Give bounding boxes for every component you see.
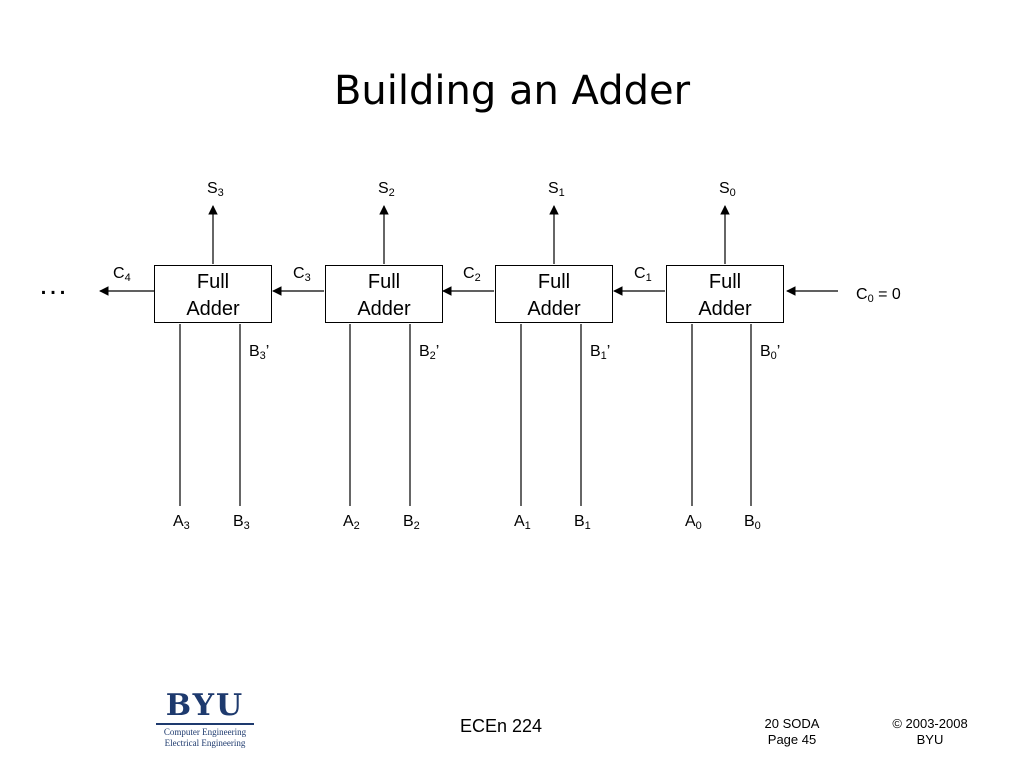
carry-label-4: C4 — [113, 265, 131, 284]
full-adder-2: Full Adder — [325, 265, 443, 323]
slide-title: Building an Adder — [333, 68, 691, 114]
logo-subtitle-2: Electrical Engineering — [164, 738, 246, 748]
logo-wordmark: BYU — [165, 688, 245, 723]
adder-label-line2: Adder — [357, 298, 411, 320]
adder-label-line1: Full — [537, 271, 571, 293]
logo-subtitle-1: Computer Engineering — [163, 727, 247, 737]
full-adder-3: Full Adder — [154, 265, 272, 323]
a-input-label-3: A3 — [173, 513, 190, 532]
b-inverted-label-0: B0’ — [760, 343, 781, 362]
a-input-label-2: A2 — [343, 513, 360, 532]
adder-label-line2: Adder — [527, 298, 581, 320]
copyright-years: © 2003-2008 — [892, 716, 968, 731]
b-inverted-label-1: B1’ — [590, 343, 611, 362]
sum-label-0: S0 — [719, 180, 736, 199]
sum-label-2: S2 — [378, 180, 395, 199]
carry-in-label: C0 = 0 — [856, 286, 901, 305]
full-adder-0: Full Adder — [666, 265, 784, 323]
sum-label-3: S3 — [207, 180, 224, 199]
carry-label-2: C2 — [463, 265, 481, 284]
b-input-label-2: B2 — [403, 513, 420, 532]
adder-label-line1: Full — [196, 271, 230, 293]
adder-label-line2: Adder — [186, 298, 240, 320]
adder-label-line2: Adder — [698, 298, 752, 320]
page-number: Page 45 — [767, 732, 817, 747]
course-label: ECEn 224 — [460, 716, 543, 736]
sum-label-1: S1 — [548, 180, 565, 199]
ellipsis: … — [38, 268, 70, 301]
copyright-info: © 2003-2008 BYU — [880, 716, 980, 748]
b-input-label-0: B0 — [744, 513, 761, 532]
carry-label-1: C1 — [634, 265, 652, 284]
adder-label-line1: Full — [367, 271, 401, 293]
b-input-label-1: B1 — [574, 513, 591, 532]
lecture-name: 20 SODA — [764, 716, 820, 731]
carry-label-3: C3 — [293, 265, 311, 284]
adder-label-line1: Full — [708, 271, 742, 293]
lecture-info: 20 SODA Page 45 — [752, 716, 832, 748]
logo-rule — [156, 723, 254, 725]
b-inverted-label-2: B2’ — [419, 343, 440, 362]
full-adder-1: Full Adder — [495, 265, 613, 323]
b-inverted-label-3: B3’ — [249, 343, 270, 362]
copyright-org: BYU — [916, 732, 944, 747]
byu-logo: BYU Computer Engineering Electrical Engi… — [150, 690, 260, 749]
a-input-label-1: A1 — [514, 513, 531, 532]
b-input-label-3: B3 — [233, 513, 250, 532]
a-input-label-0: A0 — [685, 513, 702, 532]
